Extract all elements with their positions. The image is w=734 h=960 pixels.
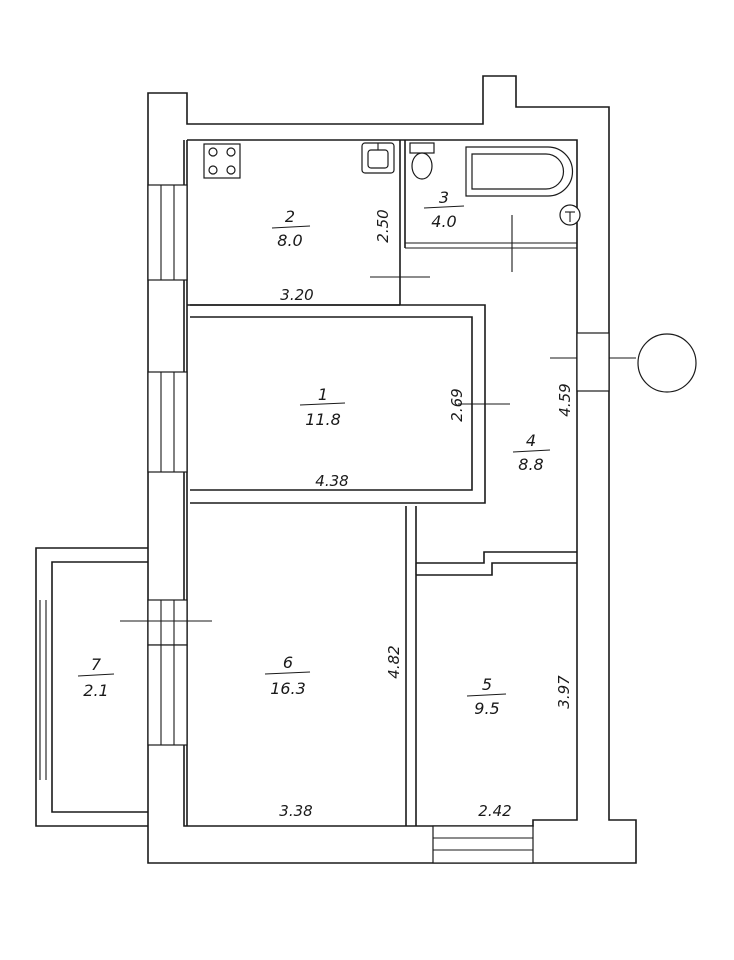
room-1-area: 11.8 (305, 410, 341, 429)
room-2-number: 2 (285, 207, 295, 226)
room-6-label: 6 16.3 (264, 653, 311, 698)
balcony-door (147, 599, 188, 746)
dim-room6-width: 3.38 (279, 802, 312, 820)
room-4-label: 4 8.8 (512, 431, 551, 474)
room-3-number: 3 (439, 188, 449, 207)
room-2-label: 2 8.0 (271, 207, 311, 250)
room-7-area: 2.1 (83, 681, 108, 700)
window-left-1 (147, 184, 188, 281)
room-1-number: 1 (318, 385, 328, 404)
room-3-label: 3 4.0 (423, 188, 465, 231)
toilet-icon (409, 142, 435, 180)
dim-room6-depth: 4.82 (385, 645, 403, 678)
room-6-number: 6 (283, 653, 293, 672)
dim-room1-depth: 2.69 (448, 388, 466, 421)
dim-kitchen-width: 3.20 (280, 286, 313, 304)
balcony (35, 547, 212, 827)
dim-hall-length: 4.59 (556, 383, 574, 416)
bathtub-icon (465, 146, 574, 197)
dim-room5-depth: 3.97 (555, 675, 573, 709)
sink-icon (361, 142, 395, 174)
room-1-label: 1 11.8 (299, 385, 346, 429)
room-5-number: 5 (482, 675, 492, 694)
room-7-label: 7 2.1 (77, 655, 115, 700)
room-4-number: 4 (526, 431, 536, 450)
room-5-area: 9.5 (474, 699, 499, 718)
dim-room1-width: 4.38 (315, 472, 348, 490)
window-left-2 (147, 371, 188, 473)
room-5-label: 5 9.5 (466, 675, 507, 718)
dim-room5-width: 2.42 (478, 802, 511, 820)
room-6-area: 16.3 (270, 679, 306, 698)
ticks (370, 215, 636, 405)
entrance-marker (637, 333, 697, 393)
stove-icon (203, 143, 241, 179)
room-4-area: 8.8 (518, 455, 543, 474)
room-7-number: 7 (91, 655, 102, 674)
room-3-area: 4.0 (431, 212, 456, 231)
outer-walls (147, 75, 637, 864)
window-bottom (432, 825, 534, 864)
room-2-area: 8.0 (277, 231, 302, 250)
washbasin-icon (559, 204, 581, 226)
dim-kitchen-depth: 2.50 (374, 209, 392, 242)
